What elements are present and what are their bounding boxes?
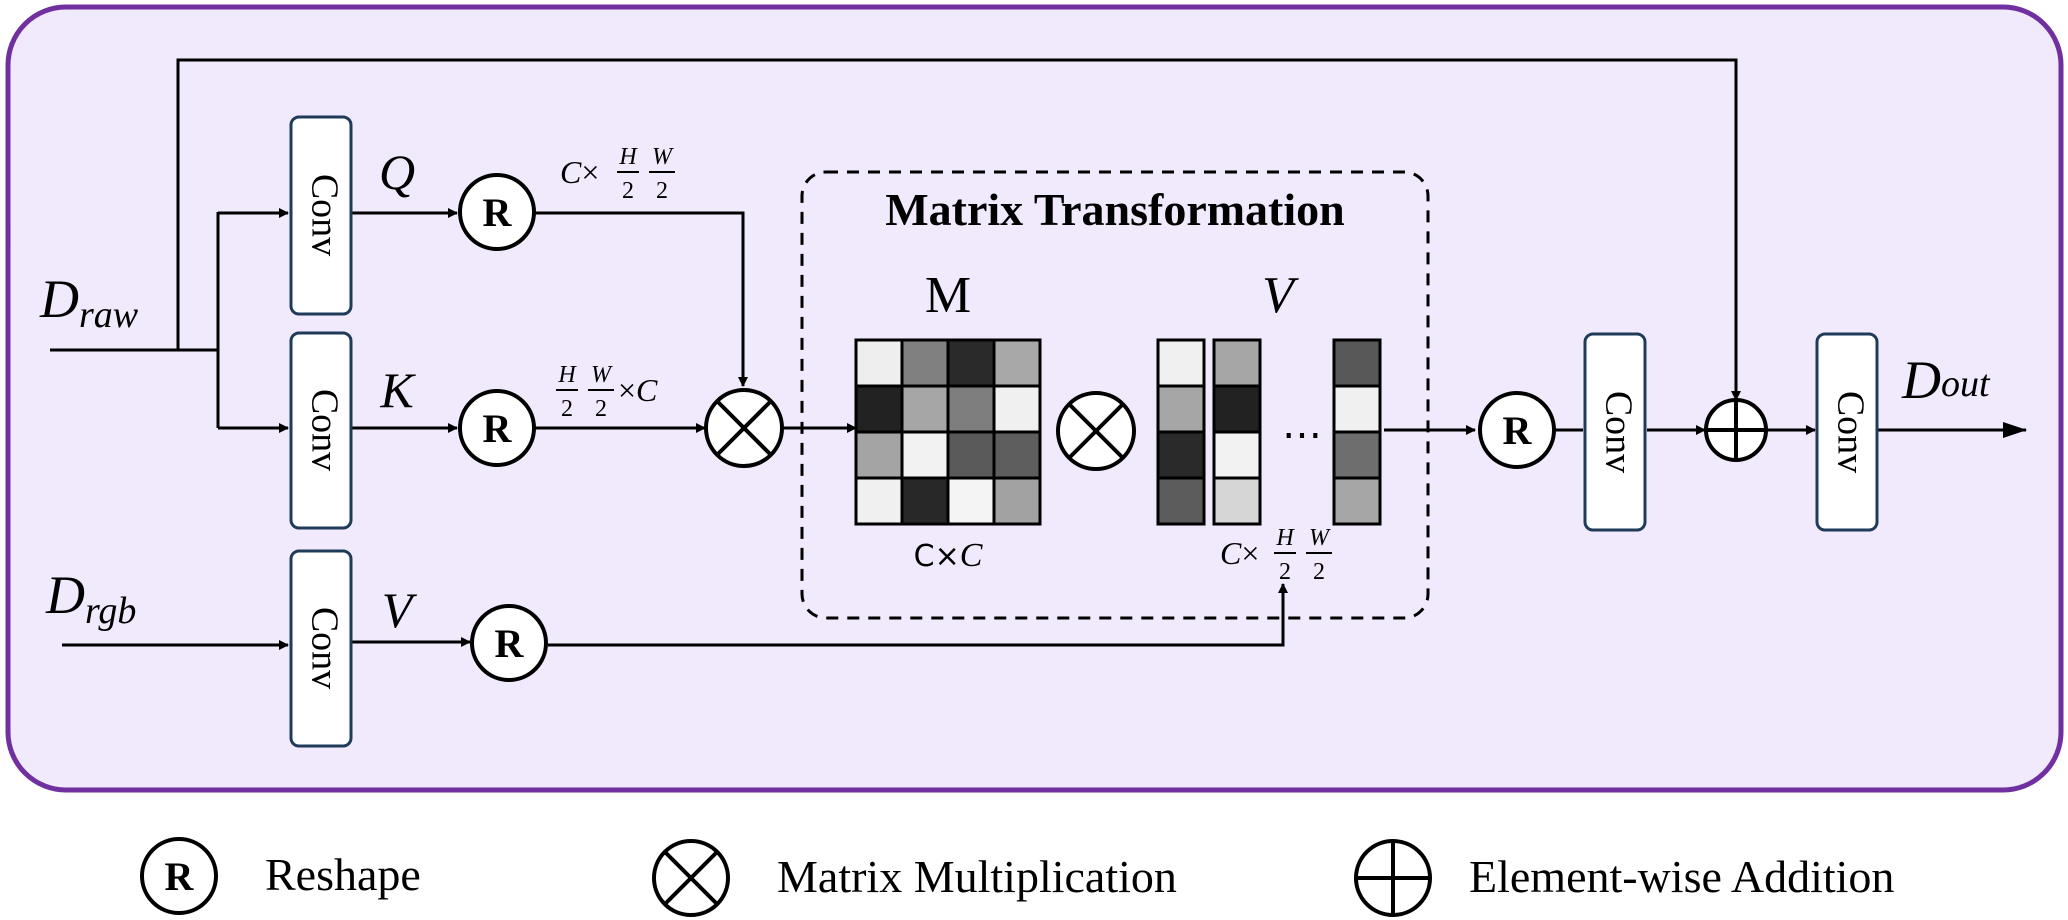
svg-text:H: H [1275,525,1295,551]
legend-reshape-label: Reshape [265,849,421,900]
svg-text:2: 2 [622,178,634,204]
matrix-v-cell [1212,384,1262,434]
matrix-v-cell [1212,476,1262,526]
input-d-rgb: Drgb [45,565,136,632]
dim-label-q: C× H 2 W 2 [560,144,675,204]
matrix-v-dots: ⋯ [1282,412,1322,457]
branch-k-label: K [379,362,416,418]
matrix-m-cell [946,338,996,388]
svg-text:C×: C× [1220,535,1259,571]
matrix-v-label: V [1262,267,1299,324]
dim-label-m: C×C [914,537,983,574]
reshape-node-k: R [458,389,536,467]
matrix-m-cell [992,476,1042,526]
matrix-v-cell [1332,430,1382,480]
matrix-m-cell [992,430,1042,480]
output-d-out: Dout [1901,350,1991,410]
legend-matmul: Matrix Multiplication [652,839,1177,917]
svg-text:C×: C× [560,154,599,190]
matrix-m-cell [946,430,996,480]
svg-text:×C: ×C [618,372,658,408]
skip-connection [176,58,1741,401]
matrix-v-cell [1332,338,1382,388]
matrix-v-cell [1332,384,1382,434]
reshape-symbol: R [495,621,525,666]
matmul-legend-icon [652,839,730,917]
conv-block-q: Conv [289,115,353,316]
conv-block-post: Conv [1583,332,1647,532]
branch-q-label: Q [379,144,415,200]
svg-text:2: 2 [1279,559,1291,585]
matrix-v-cell [1212,430,1262,480]
rv-to-matrix-v [548,583,1288,647]
matrix-m-cell [946,476,996,526]
svg-text:2: 2 [1313,559,1325,585]
conv-label: Conv [1829,391,1871,473]
matrix-v-cell [1156,338,1206,388]
svg-text:H: H [618,144,638,170]
matrix-v-cell [1156,476,1206,526]
reshape-node-q: R [458,173,536,251]
reshape-symbol: R [483,406,513,451]
conv-label: Conv [303,389,345,471]
conv-label: Conv [1597,391,1639,473]
matrix-v-cell [1156,430,1206,480]
conv-block-k: Conv [289,331,353,530]
conv-label: Conv [303,174,345,256]
matrix-v-cell [1156,384,1206,434]
branch-v-label: V [382,582,418,638]
matrix-v-cell [1212,338,1262,388]
add-legend-icon [1354,839,1432,917]
legend-add-label: Element-wise Addition [1469,851,1894,902]
conv-label: Conv [303,607,345,689]
matrix-m-cell [992,384,1042,434]
svg-text:2: 2 [595,396,607,422]
reshape-symbol: R [1503,408,1533,453]
matrix-m [854,338,1042,526]
svg-text:W: W [591,362,613,388]
rq-to-matmul [535,211,748,387]
svg-text:H: H [557,362,577,388]
legend-add: Element-wise Addition [1354,839,1894,917]
svg-text:W: W [1309,525,1331,551]
reshape-symbol: R [483,190,513,235]
reshape-legend-icon [140,837,218,915]
svg-text:2: 2 [656,178,668,204]
reshape-node-v: R [470,604,548,682]
matrix-m-cell [854,338,904,388]
legend-matmul-label: Matrix Multiplication [777,851,1177,902]
matrix-v-cell [1332,476,1382,526]
matmul-operator-mv [1056,391,1136,471]
matrix-m-cell [854,430,904,480]
matrix-m-cell [992,338,1042,388]
reshape-node-out: R [1478,391,1556,469]
matrix-m-label: M [925,267,971,324]
matrix-m-cell [946,384,996,434]
matmul-operator-qk [704,388,784,468]
add-operator [1704,398,1768,462]
matrix-m-cell [900,476,950,526]
matrix-m-cell [900,430,950,480]
matrix-m-cell [854,476,904,526]
matrix-m-cell [900,384,950,434]
matrix-v [1156,338,1382,526]
svg-text:W: W [652,144,674,170]
conv-block-v: Conv [289,549,353,748]
input-d-raw: Draw [39,269,139,336]
matrix-transformation-title: Matrix Transformation [885,184,1345,235]
svg-text:2: 2 [561,396,573,422]
reshape-symbol: R [165,854,195,899]
dim-label-v: C× H 2 W 2 [1220,525,1332,585]
legend-reshape: R Reshape [140,837,421,915]
svg-text:C×C: C×C [914,537,983,574]
matrix-m-cell [900,338,950,388]
dim-label-k: H 2 W 2 ×C [556,362,658,422]
matrix-m-cell [854,384,904,434]
conv-block-out: Conv [1815,332,1879,532]
